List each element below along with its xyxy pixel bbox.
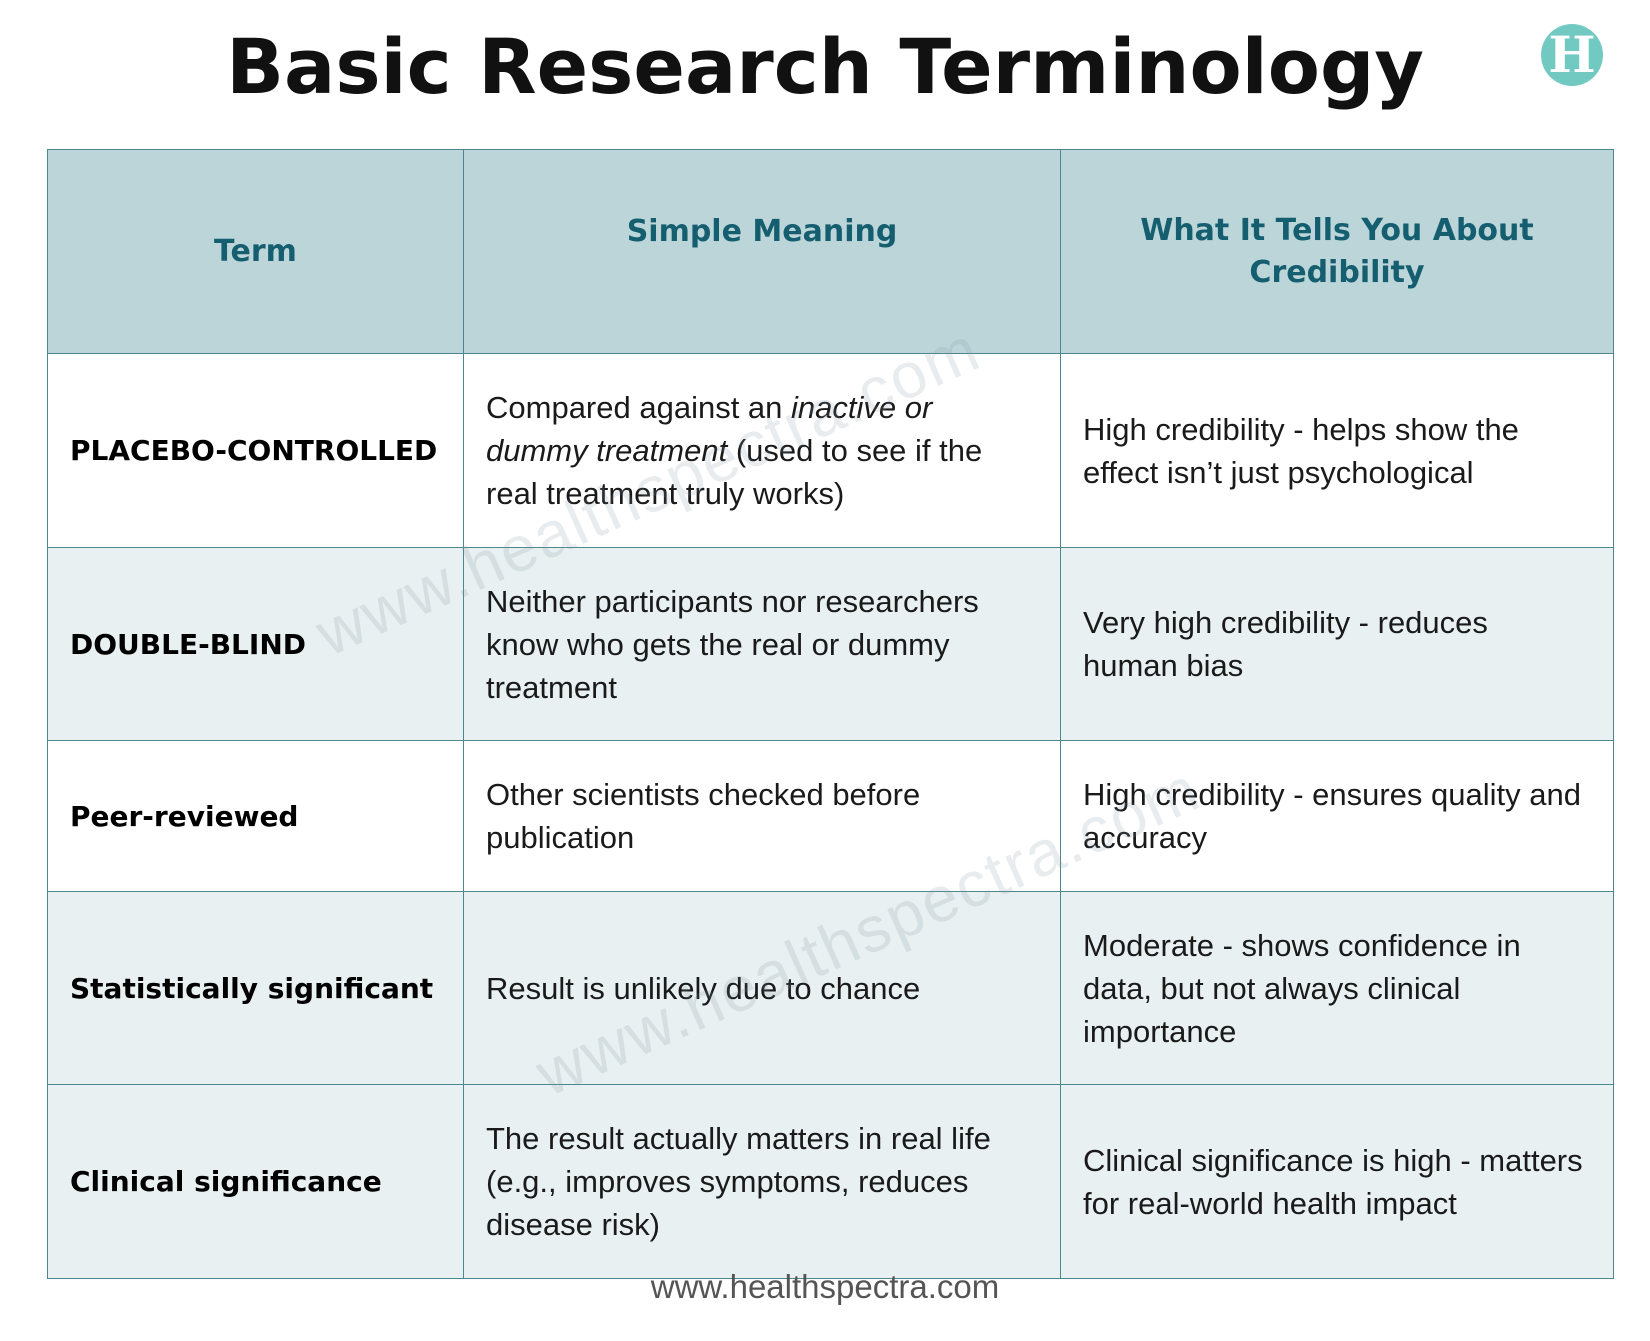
meaning-text: (used to see if the real treatment truly… — [486, 433, 983, 511]
healthspectra-logo-icon: H — [1541, 24, 1603, 86]
credibility-cell: Moderate - shows confidence in data, but… — [1060, 891, 1614, 1085]
meaning-cell: Neither participants nor researchers kno… — [463, 547, 1061, 741]
credibility-cell: High credibility - helps show the effect… — [1060, 353, 1614, 548]
table-row: Statistically significant Result is unli… — [47, 891, 1614, 1085]
table-row: PLACEBO-CONTROLLED Compared against an i… — [47, 353, 1614, 548]
table-row: DOUBLE-BLIND Neither participants nor re… — [47, 547, 1614, 741]
table-row: Peer-reviewed Other scientists checked b… — [47, 740, 1614, 892]
table-row: Clinical significance The result actuall… — [47, 1084, 1614, 1279]
meaning-cell: Other scientists checked before publicat… — [463, 740, 1061, 892]
term-cell: DOUBLE-BLIND — [47, 547, 464, 741]
header-credibility: What It Tells You About Credibility — [1060, 149, 1614, 354]
meaning-emphasis: inactive or dummy treatment — [486, 390, 933, 468]
page-title: Basic Research Terminology — [226, 22, 1424, 111]
credibility-cell: Clinical significance is high - matters … — [1060, 1084, 1614, 1279]
footer-url: www.healthspectra.com — [650, 1268, 1000, 1305]
terminology-table: Term Simple Meaning What It Tells You Ab… — [47, 149, 1614, 1279]
meaning-text: Compared against an — [486, 390, 792, 425]
term-cell: Statistically significant — [47, 891, 464, 1085]
meaning-cell: Compared against an inactive or dummy tr… — [463, 353, 1061, 548]
table-header-row: Term Simple Meaning What It Tells You Ab… — [47, 149, 1614, 354]
credibility-cell: High credibility - ensures quality and a… — [1060, 740, 1614, 892]
term-cell: Peer-reviewed — [47, 740, 464, 892]
term-cell: Clinical significance — [47, 1084, 464, 1279]
meaning-cell: The result actually matters in real life… — [463, 1084, 1061, 1279]
credibility-cell: Very high credibility - reduces human bi… — [1060, 547, 1614, 741]
meaning-cell: Result is unlikely due to chance — [463, 891, 1061, 1085]
term-cell: PLACEBO-CONTROLLED — [47, 353, 464, 548]
header-term: Term — [47, 149, 464, 354]
header-simple-meaning: Simple Meaning — [463, 149, 1061, 354]
